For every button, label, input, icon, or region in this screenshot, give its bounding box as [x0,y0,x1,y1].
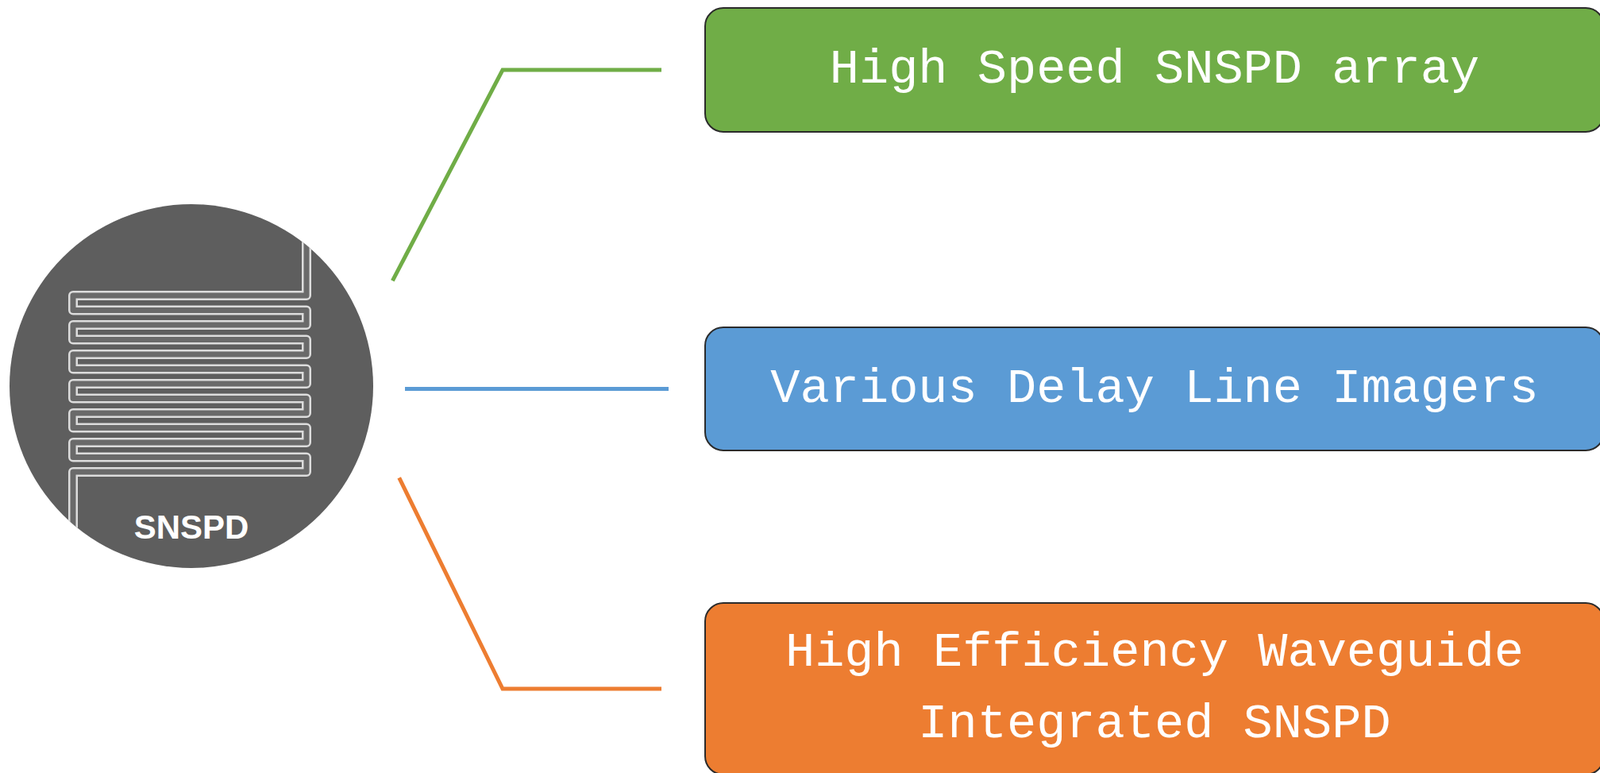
box-label: High Efficiency Waveguide Integrated SNS… [737,616,1572,760]
detector-circle: SNSPD [9,204,374,568]
connector-line [404,386,669,391]
connector-line [392,69,662,281]
connector-line [399,477,662,689]
box-label: Various Delay Line Imagers [770,353,1539,425]
box-label: High Speed SNSPD array [829,34,1481,106]
detector-label: SNSPD [9,507,374,548]
process-box: High Efficiency Waveguide Integrated SNS… [704,601,1600,773]
process-box: High Speed SNSPD array [704,7,1600,133]
process-box: Various Delay Line Imagers [704,326,1600,452]
